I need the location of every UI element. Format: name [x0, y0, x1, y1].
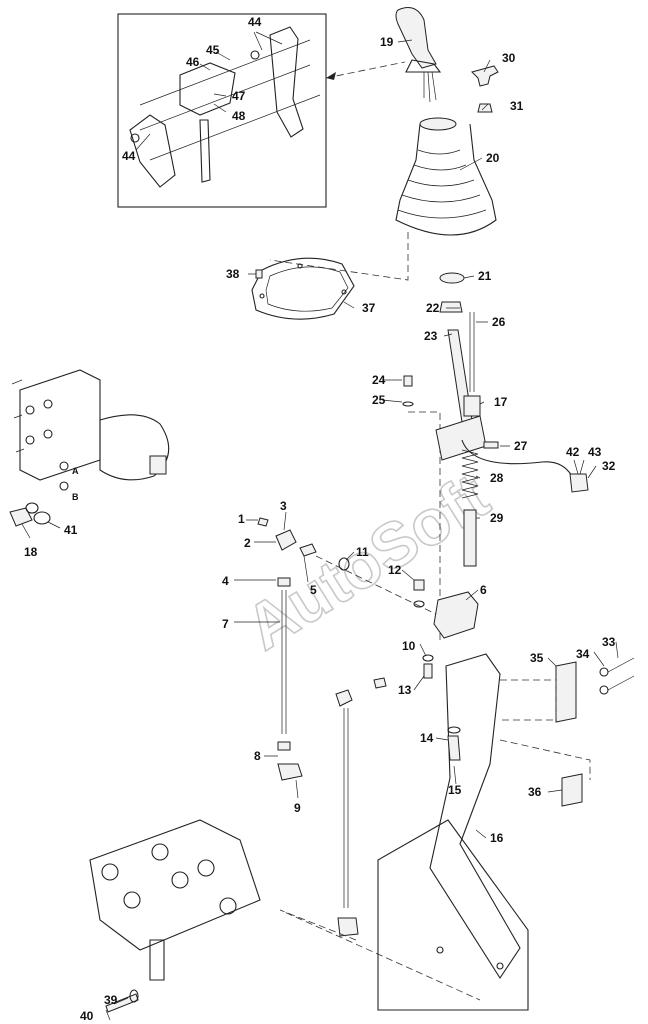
callout-10: 10 — [402, 639, 416, 653]
callout-28: 28 — [490, 471, 504, 485]
washer-25 — [402, 401, 414, 407]
nut-part-22 — [439, 301, 463, 313]
callout-3: 3 — [280, 499, 287, 513]
rod-end — [335, 689, 353, 707]
callout-34: 34 — [576, 647, 590, 661]
clevis-5 — [299, 543, 317, 557]
spring-28 — [461, 449, 479, 499]
leader-lines — [21, 31, 619, 1021]
seal-41 — [33, 511, 51, 525]
callout-46: 46 — [186, 55, 200, 69]
callout-31: 31 — [510, 99, 524, 113]
bracket-35 — [555, 661, 577, 723]
callout-26: 26 — [492, 315, 506, 329]
mount-block-6 — [433, 591, 479, 639]
port-label-b: B — [72, 492, 79, 502]
callout-23: 23 — [424, 329, 438, 343]
callout-40: 40 — [80, 1009, 94, 1023]
clevis-9 — [277, 763, 303, 781]
callout-45: 45 — [206, 43, 220, 57]
callout-44b: 44 — [122, 149, 136, 163]
bolt-12 — [413, 579, 425, 591]
callout-38: 38 — [226, 267, 240, 281]
callout-1: 1 — [238, 512, 245, 526]
callout-16: 16 — [490, 831, 504, 845]
port-label-a: A — [72, 466, 79, 476]
callout-22: 22 — [426, 301, 440, 315]
bolts-33 — [607, 657, 635, 691]
callout-35: 35 — [530, 651, 544, 665]
ball-joint — [275, 529, 297, 551]
callout-15: 15 — [448, 783, 462, 797]
connector-32 — [569, 473, 589, 493]
gasket-ring — [251, 257, 355, 320]
callout-42: 42 — [566, 445, 580, 459]
callout-32: 32 — [602, 459, 616, 473]
callout-37: 37 — [362, 301, 376, 315]
pin-1 — [257, 517, 269, 527]
inset-detail — [117, 13, 406, 208]
valve-block-bottom — [89, 819, 261, 981]
callout-21: 21 — [478, 269, 492, 283]
switch-bracket — [435, 415, 487, 461]
callout-27: 27 — [514, 439, 528, 453]
callout-30: 30 — [502, 51, 516, 65]
callout-12: 12 — [388, 563, 402, 577]
rod-7 — [281, 590, 287, 734]
callout-47: 47 — [232, 89, 246, 103]
support-bracket — [377, 653, 529, 1011]
washer-11 — [338, 557, 350, 571]
bolt-24 — [403, 375, 413, 387]
callout-8: 8 — [254, 749, 261, 763]
callout-9: 9 — [294, 801, 301, 815]
callout-18: 18 — [24, 545, 38, 559]
callout-17: 17 — [494, 395, 508, 409]
pin-29 — [463, 509, 477, 567]
washer-39 — [129, 989, 139, 1003]
callout-19: 19 — [380, 35, 394, 49]
callout-20: 20 — [486, 151, 500, 165]
callout-25: 25 — [372, 393, 386, 407]
valve-block-left — [11, 369, 170, 491]
pin-13 — [423, 663, 433, 679]
bracket-36 — [561, 773, 583, 807]
callout-29: 29 — [490, 511, 504, 525]
callout-4: 4 — [222, 574, 229, 588]
callout-13: 13 — [398, 683, 412, 697]
bolt-15 — [447, 735, 461, 761]
callout-14: 14 — [420, 731, 434, 745]
callout-6: 6 — [480, 583, 487, 597]
callout-33: 33 — [602, 635, 616, 649]
joystick-handle — [395, 7, 442, 103]
washer-part — [439, 272, 465, 284]
callout-44a: 44 — [248, 15, 262, 29]
rubber-boot — [269, 117, 497, 281]
callout-48: 48 — [232, 109, 246, 123]
callout-labels: 1 2 3 4 5 6 7 8 9 10 11 12 13 14 15 16 1… — [24, 15, 616, 1023]
harness-cable — [461, 439, 573, 477]
callout-36: 36 — [528, 785, 542, 799]
callout-39: 39 — [104, 993, 118, 1007]
callout-2: 2 — [244, 536, 251, 550]
callout-7: 7 — [222, 617, 229, 631]
screw-38 — [255, 269, 263, 279]
callout-5: 5 — [310, 583, 317, 597]
guide-rod — [469, 312, 475, 392]
nut-4 — [277, 577, 291, 587]
cap-part — [471, 65, 499, 87]
callout-43: 43 — [588, 445, 602, 459]
nut-8 — [277, 741, 291, 751]
callout-24: 24 — [372, 373, 386, 387]
screw-27 — [483, 441, 499, 449]
bushing-17 — [463, 395, 481, 417]
callout-41: 41 — [64, 523, 78, 537]
watermark-text: AutoSoft — [234, 459, 501, 663]
plug-18 — [9, 507, 33, 527]
callout-11: 11 — [356, 545, 369, 559]
nut-part — [477, 103, 493, 113]
